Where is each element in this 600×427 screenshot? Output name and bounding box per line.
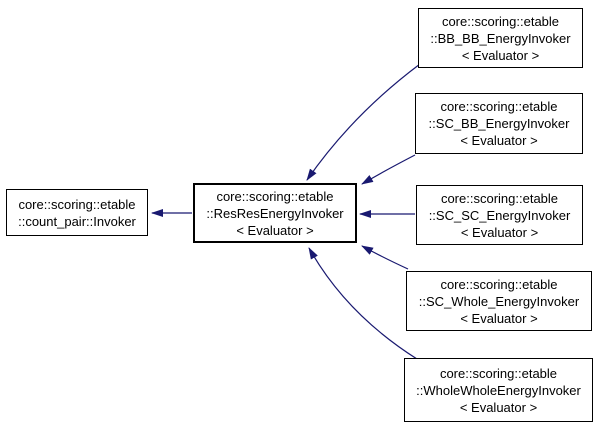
node-whole-whole-energy-invoker-line3: < Evaluator > xyxy=(459,399,538,415)
inheritance-arrow-sc-whole-to-resres xyxy=(361,245,409,270)
node-bb-bb-energy-invoker-line2: ::BB_BB_EnergyInvoker xyxy=(430,30,571,46)
node-sc-whole-energy-invoker-line3: < Evaluator > xyxy=(460,310,538,326)
inheritance-arrow-sc-bb-to-resres xyxy=(361,154,416,185)
node-count-pair-invoker-line1: core::scoring::etable xyxy=(18,196,136,212)
node-count-pair-invoker[interactable]: core::scoring::etable ::count_pair::Invo… xyxy=(6,189,148,236)
node-sc-whole-energy-invoker-line1: core::scoring::etable xyxy=(440,276,558,292)
node-sc-sc-energy-invoker-line3: < Evaluator > xyxy=(460,224,539,240)
node-sc-sc-energy-invoker-line1: core::scoring::etable xyxy=(440,190,559,206)
node-whole-whole-energy-invoker[interactable]: core::scoring::etable ::WholeWholeEnergy… xyxy=(404,358,593,422)
node-bb-bb-energy-invoker-line1: core::scoring::etable xyxy=(441,13,560,29)
node-sc-whole-energy-invoker-line2: ::SC_Whole_EnergyInvoker xyxy=(418,293,580,309)
node-sc-bb-energy-invoker[interactable]: core::scoring::etable ::SC_BB_EnergyInvo… xyxy=(415,93,583,154)
node-whole-whole-energy-invoker-line1: core::scoring::etable xyxy=(439,365,558,381)
node-count-pair-invoker-line2: ::count_pair::Invoker xyxy=(18,213,136,229)
node-bb-bb-energy-invoker-line3: < Evaluator > xyxy=(461,47,540,63)
node-resres-energy-invoker-line1: core::scoring::etable xyxy=(216,188,334,204)
node-sc-sc-energy-invoker[interactable]: core::scoring::etable ::SC_SC_EnergyInvo… xyxy=(416,185,583,245)
node-sc-bb-energy-invoker-line2: ::SC_BB_EnergyInvoker xyxy=(428,116,570,131)
node-sc-whole-energy-invoker[interactable]: core::scoring::etable ::SC_Whole_EnergyI… xyxy=(406,271,592,331)
node-sc-bb-energy-invoker-line3: < Evaluator > xyxy=(460,133,538,148)
node-resres-energy-invoker-line2: ::ResResEnergyInvoker xyxy=(206,205,344,221)
node-sc-bb-energy-invoker-line1: core::scoring::etable xyxy=(440,99,558,114)
node-whole-whole-energy-invoker-line2: ::WholeWholeEnergyInvoker xyxy=(416,382,581,398)
node-bb-bb-energy-invoker[interactable]: core::scoring::etable ::BB_BB_EnergyInvo… xyxy=(418,8,583,68)
node-resres-energy-invoker[interactable]: core::scoring::etable ::ResResEnergyInvo… xyxy=(193,183,357,243)
node-resres-energy-invoker-line3: < Evaluator > xyxy=(236,222,314,238)
node-sc-sc-energy-invoker-line2: ::SC_SC_EnergyInvoker xyxy=(428,207,571,223)
inheritance-arrow-whole-whole-to-resres xyxy=(308,247,418,360)
inheritance-arrow-bb-bb-to-resres xyxy=(306,63,421,181)
